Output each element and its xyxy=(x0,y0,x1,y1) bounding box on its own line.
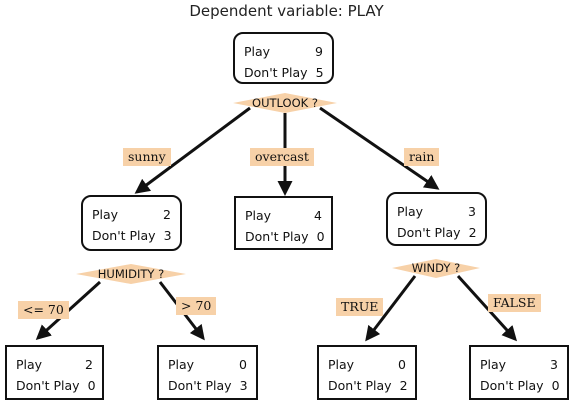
outlook-split-diamond xyxy=(233,93,337,113)
node-label: Don't Play xyxy=(245,229,309,244)
node-label: Play xyxy=(245,208,272,223)
edge-label-true: TRUE xyxy=(336,298,384,316)
sunny-node: Play 2 Don't Play 3 xyxy=(81,195,182,251)
node-count: 0 xyxy=(316,229,325,244)
node-count: 0 xyxy=(239,357,247,372)
edge-label-le70: <= 70 xyxy=(18,301,69,319)
edge-label-rain: rain xyxy=(404,148,440,166)
node-count: 0 xyxy=(398,357,406,372)
node-label: Play xyxy=(92,207,119,222)
humidity-split-label: HUMIDITY ? xyxy=(97,267,165,281)
node-label: Don't Play xyxy=(16,378,80,393)
node-count: 2 xyxy=(163,207,171,222)
node-count: 2 xyxy=(85,357,93,372)
node-count: 2 xyxy=(399,378,408,393)
edge-label-overcast: overcast xyxy=(250,148,314,166)
rain-node: Play 3 Don't Play 2 xyxy=(386,192,487,246)
windy-false-leaf: Play 3 Don't Play 0 xyxy=(469,345,569,400)
humidity-le70-leaf: Play 2 Don't Play 0 xyxy=(5,345,104,400)
overcast-leaf: Play 4 Don't Play 0 xyxy=(234,196,333,250)
node-label: Don't Play xyxy=(92,228,156,243)
humidity-split-diamond xyxy=(76,264,186,284)
outlook-split-label: OUTLOOK ? xyxy=(252,96,318,110)
edge-root-sunny xyxy=(134,106,251,194)
node-count: 3 xyxy=(468,204,476,219)
node-count: 9 xyxy=(315,44,323,59)
windy-split-label: WINDY ? xyxy=(411,261,461,275)
node-count: 3 xyxy=(550,357,558,372)
windy-true-leaf: Play 0 Don't Play 2 xyxy=(317,345,417,400)
humidity-gt70-leaf: Play 0 Don't Play 3 xyxy=(157,345,258,400)
edge-label-gt70: > 70 xyxy=(176,297,217,315)
node-count: 4 xyxy=(314,208,322,223)
node-count: 0 xyxy=(87,378,96,393)
edge-root-rain xyxy=(319,106,440,190)
root-node: Play 9 Don't Play 5 xyxy=(233,32,334,84)
node-label: Play xyxy=(16,357,43,372)
diagram-title: Dependent variable: PLAY xyxy=(189,2,384,20)
node-label: Don't Play xyxy=(168,378,232,393)
node-label: Don't Play xyxy=(397,225,461,240)
node-label: Play xyxy=(480,357,507,372)
node-label: Play xyxy=(168,357,195,372)
node-label: Don't Play xyxy=(480,378,544,393)
edge-windy-true xyxy=(365,275,417,342)
node-count: 3 xyxy=(239,378,248,393)
node-count: 5 xyxy=(315,65,324,80)
edge-label-sunny: sunny xyxy=(123,148,171,166)
node-label: Play xyxy=(244,44,271,59)
node-count: 3 xyxy=(163,228,172,243)
node-label: Play xyxy=(328,357,355,372)
edge-label-false: FALSE xyxy=(488,294,541,312)
node-label: Don't Play xyxy=(244,65,308,80)
node-count: 0 xyxy=(551,378,560,393)
windy-split-diamond xyxy=(392,259,480,278)
node-label: Play xyxy=(397,204,424,219)
node-label: Don't Play xyxy=(328,378,392,393)
node-count: 2 xyxy=(468,225,477,240)
edge-windy-false xyxy=(456,274,518,342)
edge-humidity-le70 xyxy=(35,280,102,341)
